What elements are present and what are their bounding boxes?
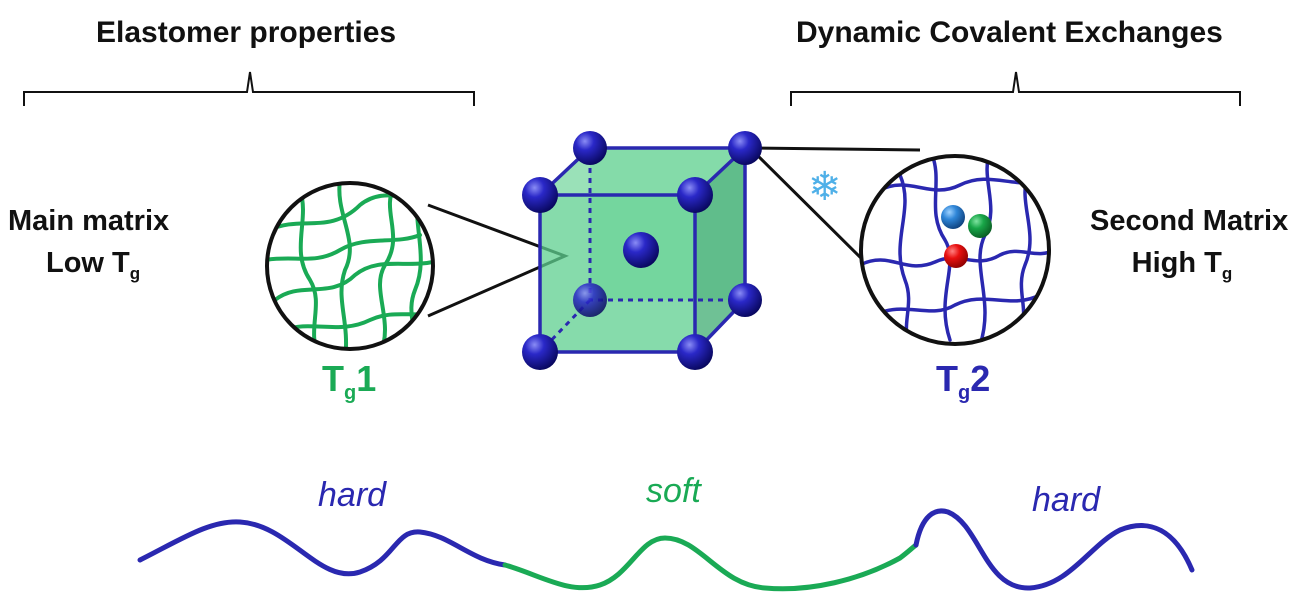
left-bracket <box>23 71 475 106</box>
atom-center <box>623 232 659 268</box>
soft-segment <box>502 535 919 592</box>
second-matrix-text: Second Matrix <box>1090 205 1289 237</box>
atom-back-top-left <box>573 131 607 165</box>
soft-label: soft <box>646 472 701 510</box>
main-matrix-text: Main matrix <box>8 205 170 237</box>
atom-front-bottom-left <box>522 334 558 370</box>
atom-back-bottom-right <box>728 283 762 317</box>
atom-back-bottom-left <box>573 283 607 317</box>
low-tg-text: Low Tg <box>46 247 141 283</box>
snowflake-icon: ❄ <box>808 164 842 210</box>
atom-back-top-right <box>728 131 762 165</box>
green-dot <box>968 214 992 238</box>
high-tg-text: High Tg <box>1131 247 1233 283</box>
right-zoom-lines <box>748 146 921 267</box>
dynamic-covalent-exchanges-heading: Dynamic Covalent Exchanges <box>796 16 1223 49</box>
tg2-label: Tg2 <box>936 358 991 404</box>
tg1-label: Tg1 <box>322 358 377 404</box>
blue-dot <box>941 205 965 229</box>
hard-network-zoom-circle <box>859 154 1051 346</box>
unit-cell-cube <box>522 131 762 370</box>
hard-right-label: hard <box>1032 481 1101 519</box>
atom-front-top-right <box>677 177 713 213</box>
red-dot <box>944 244 968 268</box>
second-matrix-label: Second Matrix High Tg <box>1090 200 1288 295</box>
elastomer-properties-heading: Elastomer properties <box>96 16 397 49</box>
polymer-chain <box>137 508 1195 592</box>
main-matrix-label: Main matrix Low Tg <box>8 200 169 295</box>
right-bracket <box>790 71 1241 106</box>
hard-segment-left <box>137 519 508 577</box>
hard-left-label: hard <box>318 476 387 514</box>
atom-front-top-left <box>522 177 558 213</box>
soft-network-zoom-circle <box>265 181 435 351</box>
atom-front-bottom-right <box>677 334 713 370</box>
hard-segment-right <box>913 508 1195 591</box>
